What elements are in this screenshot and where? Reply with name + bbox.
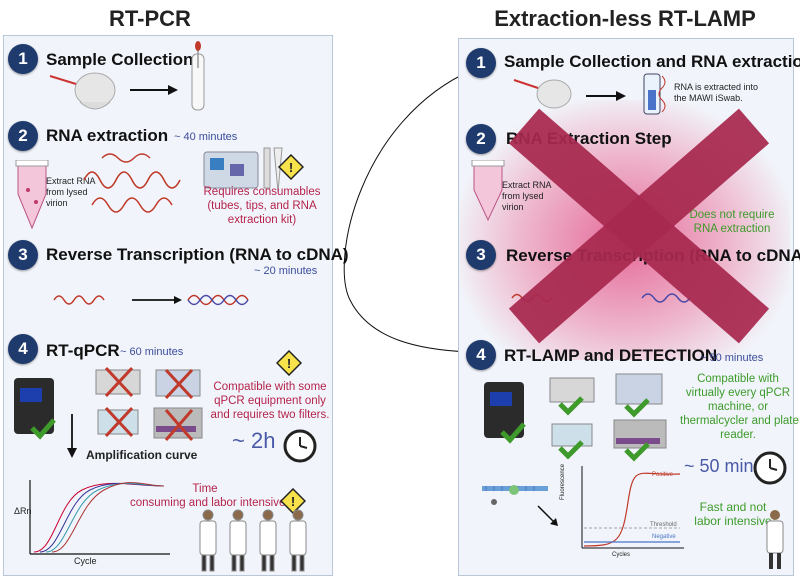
right-x-axis-label: Cycles: [612, 552, 631, 558]
rt-pcr-panel: [3, 35, 333, 576]
equipment-note: Compatible with virtually every qPCR mac…: [680, 373, 799, 441]
step-4-time: ~ 50 minutes: [700, 352, 764, 364]
left-x-axis-label: Cycle: [74, 556, 97, 566]
warning-icon: !: [276, 350, 302, 376]
fluorescence-curve-plot: [581, 466, 684, 549]
step-4-label: RT-qPCR: [46, 341, 120, 360]
step-3-time: ~ 20 minutes: [254, 265, 318, 277]
step-4-badge: 4: [466, 340, 496, 370]
right-y-axis-label: Fluorescence: [560, 463, 566, 500]
skip-arrow: [343, 69, 476, 357]
step-3-badge: 3: [466, 240, 496, 270]
rna-strand: [83, 153, 181, 213]
equipment-note: Compatible with some qPCR equipment only…: [210, 381, 330, 421]
fast-note: Fast and not labor intensive: [694, 500, 772, 528]
qpcr-machine-icon: [484, 382, 526, 444]
lab-workers: [199, 509, 307, 572]
no-extraction-note: Does not require RNA extraction: [689, 209, 775, 235]
sample-collection-illustration: [513, 79, 626, 109]
warning-icon: !: [278, 154, 304, 180]
step-1-label: Sample Collection and RNA extraction: [504, 52, 800, 71]
step-2-badge: 2: [466, 124, 496, 154]
positive-label: Positive: [652, 472, 674, 478]
step-4-label: RT-LAMP and DETECTION: [504, 346, 718, 365]
step-4-badge: 4: [8, 334, 38, 364]
down-arrow: [67, 414, 77, 458]
svg-text:!: !: [289, 160, 293, 175]
consumables-illustration: [203, 147, 283, 193]
right-column-title: Extraction-less RT-LAMP: [494, 6, 756, 31]
left-column-title: RT-PCR: [109, 6, 191, 31]
step-3-label: Reverse Transcription (RNA to cDNA): [46, 245, 349, 264]
step-1-badge: 1: [8, 44, 38, 74]
incompatible-equipment-grid: [95, 366, 203, 441]
sample-collection-illustration: [49, 72, 178, 110]
svg-text:!: !: [287, 356, 291, 371]
negative-label: Negative: [652, 534, 676, 540]
rt-lamp-total-time: ~ 50 min: [684, 456, 754, 476]
step-3-badge: 3: [8, 240, 38, 270]
svg-text:!: !: [291, 494, 295, 509]
clock-icon: [283, 429, 317, 463]
step-1-badge: 1: [466, 48, 496, 78]
step-2-time: ~ 40 minutes: [174, 131, 238, 143]
cross-out-icon: [508, 108, 770, 344]
consumables-note: Requires consumables (tubes, tips, and R…: [203, 186, 321, 226]
reverse-transcription-illustration: [53, 294, 249, 306]
lysis-tube-icon: [15, 160, 49, 230]
step-4-time: ~ 60 minutes: [120, 346, 184, 358]
right-tube-label: Extract RNA from lysed virion: [502, 180, 552, 212]
labor-note: Time consuming and labor intensive: [130, 483, 286, 509]
compatible-equipment-grid: [549, 373, 667, 462]
iswab-icon: [643, 73, 666, 115]
clock-icon: [753, 451, 787, 485]
step-1-label: Sample Collection: [46, 50, 194, 69]
lab-worker: [766, 510, 784, 569]
swab-note: RNA is extracted into the MAWI iSwab.: [674, 82, 759, 103]
step-2-label: RNA extraction: [46, 126, 169, 145]
threshold-label: Threshold: [650, 522, 677, 528]
rt-pcr-total-time: ~ 2h: [232, 428, 276, 453]
amplification-curve-label: Amplification curve: [86, 448, 198, 462]
left-y-axis-label: ΔRn: [14, 506, 32, 516]
qpcr-machine-icon: [14, 378, 56, 440]
lamp-primer-illustration: [482, 485, 558, 526]
lysis-tube-icon: [471, 160, 505, 222]
amplification-curve-plot: [29, 480, 170, 555]
swab-tube-icon: [191, 41, 205, 111]
left-tube-label: Extract RNA from lysed virion: [46, 176, 96, 208]
step-2-badge: 2: [8, 121, 38, 151]
